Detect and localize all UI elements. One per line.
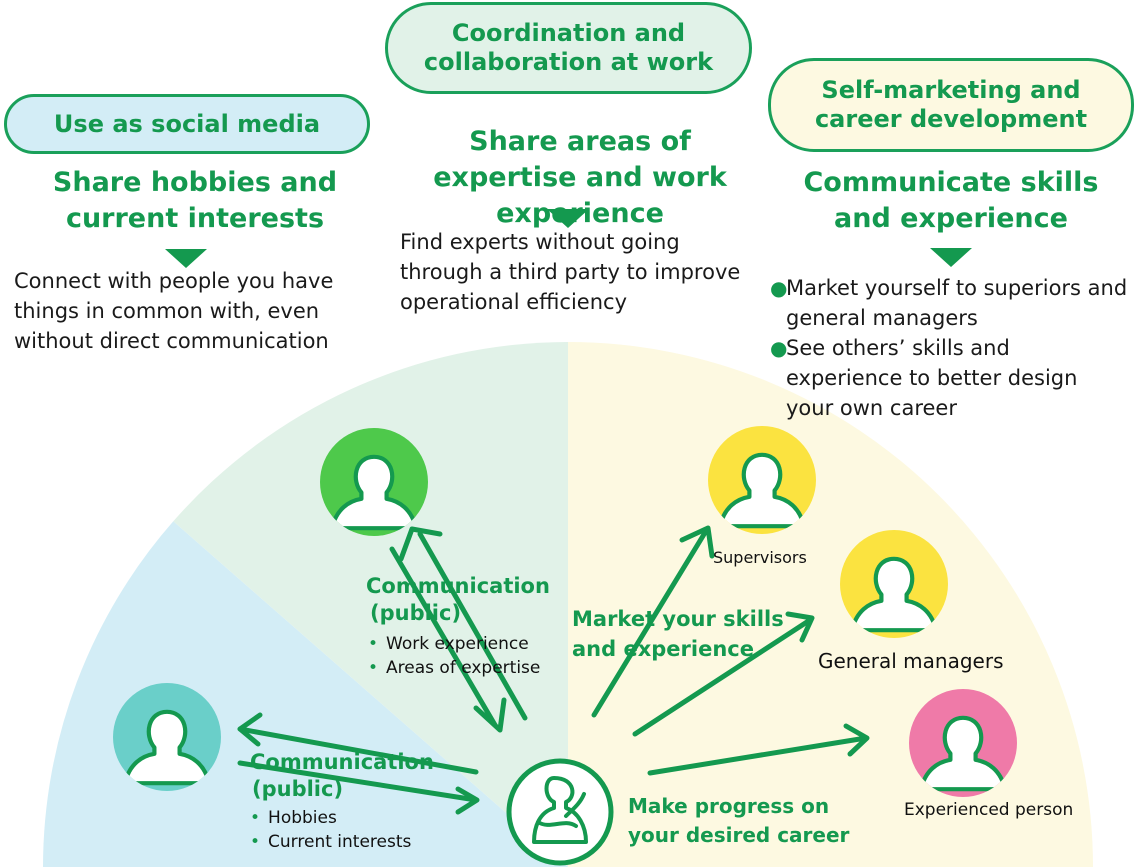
comm-hobby-items: •Hobbies •Current interests: [250, 808, 412, 852]
comm-work-items: •Work experience •Areas of expertise: [368, 634, 541, 678]
avatar-supervisor: [708, 426, 816, 534]
bullet-item: ●Market yourself to superiors and genera…: [770, 276, 1128, 330]
heading-coordination: Share areas of expertise and work experi…: [433, 126, 727, 229]
sector-coordination: [173, 342, 569, 867]
description-coordination: Find experts without going through a thi…: [400, 230, 741, 314]
down-triangle-icon: [547, 209, 589, 228]
progress-label: Make progress on your desired career: [628, 794, 850, 847]
comm-hobby-title: Communication (public): [250, 750, 434, 802]
avatar-experienced: [909, 689, 1017, 797]
down-triangle-icon: [165, 249, 207, 268]
pill-coordination: Coordination and collaboration at work: [385, 2, 752, 94]
role-general-managers: General managers: [818, 649, 1004, 673]
bullet-item: ●See others’ skills and experience to be…: [770, 336, 1078, 420]
comm-work-title: Communication (public): [366, 574, 550, 626]
avatar-coordination: [320, 428, 428, 536]
avatar-general-manager: [840, 530, 948, 638]
role-supervisors: Supervisors: [713, 548, 807, 567]
description-social: Connect with people you have things in c…: [14, 269, 334, 353]
avatar-user: [506, 758, 614, 866]
bullets-self-marketing: ●Market yourself to superiors and genera…: [770, 273, 1130, 423]
avatar-social: [113, 683, 221, 791]
pill-self-marketing-label: Self-marketing and career development: [814, 76, 1088, 133]
role-experienced-person: Experienced person: [904, 800, 1074, 820]
down-triangle-icon: [930, 248, 972, 267]
pill-social-media: Use as social media: [4, 94, 370, 154]
pill-social-media-label: Use as social media: [53, 109, 321, 138]
heading-self-marketing: Communicate skills and experience: [803, 167, 1099, 234]
pill-coordination-label: Coordination and collaboration at work: [423, 19, 714, 76]
market-skills-label: Market your skills and experience: [572, 607, 784, 661]
pill-self-marketing: Self-marketing and career development: [768, 58, 1134, 152]
heading-social: Share hobbies and current interests: [52, 167, 338, 234]
